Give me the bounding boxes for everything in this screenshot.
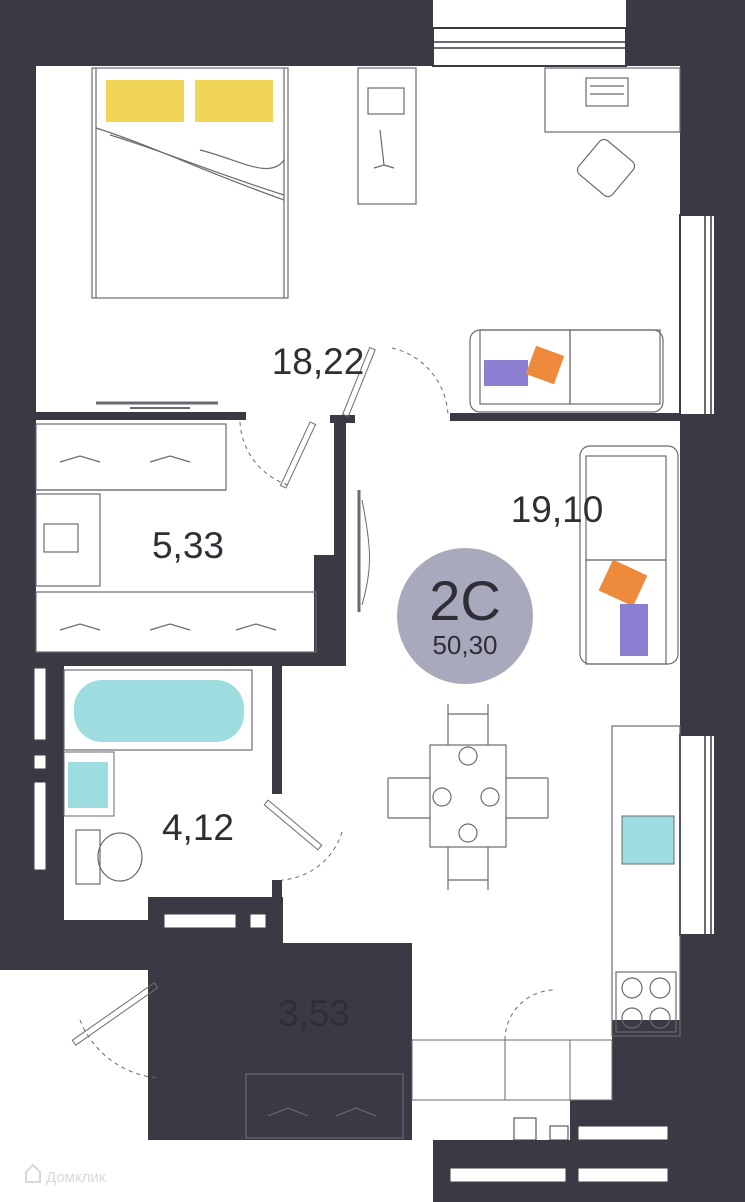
watermark: Домклик [25,1163,106,1186]
watermark-text: Домклик [46,1169,106,1186]
bathroom-sink [63,751,115,817]
badge-circle [397,548,533,684]
kitchen-sink [621,815,675,865]
toilet [75,829,143,885]
wardrobe-furniture [35,423,317,653]
kitchen-cabinets [411,989,613,1101]
window-right-upper [679,214,716,416]
area-label-wardrobe: 5,33 [152,525,224,566]
cushion-orange [525,345,565,385]
dining-table [429,744,507,848]
window-right-lower [679,734,716,936]
bathroom-door [263,799,343,881]
mirror [357,490,370,612]
apartment-badge: 2С 50,30 [397,548,533,684]
area-label-bedroom: 18,22 [272,341,365,382]
bedroom-door [342,346,449,418]
bathtub [63,669,253,751]
tv-unit [96,401,218,409]
area-label-living: 19,10 [511,489,604,530]
dining-chairs [387,704,549,890]
desk [544,67,681,133]
apartment-code: 2С [429,569,501,632]
bedroom-sofa [469,329,664,413]
wall-vents [33,667,669,1183]
double-bed [91,67,289,299]
wardrobe-door [239,421,317,489]
pillows [106,80,273,122]
area-label-hallway: 3,53 [278,993,350,1034]
entrance-door [71,982,161,1079]
bathroom-sink-basin [68,762,108,808]
area-label-bathroom: 4,12 [162,807,234,848]
apartment-total-area: 50,30 [432,630,497,660]
office-chair [576,138,636,198]
hallway-wardrobe [245,1073,404,1139]
living-sofa [579,445,679,665]
kitchen-counter [611,725,681,1037]
window-top [432,27,627,67]
cooktop [615,971,677,1033]
bath-water [74,680,244,742]
cushion-purple [484,360,528,386]
cushion-purple-2 [620,604,648,656]
house-icon [25,1163,41,1183]
cushion-orange-2 [598,559,648,607]
dresser [357,67,417,205]
